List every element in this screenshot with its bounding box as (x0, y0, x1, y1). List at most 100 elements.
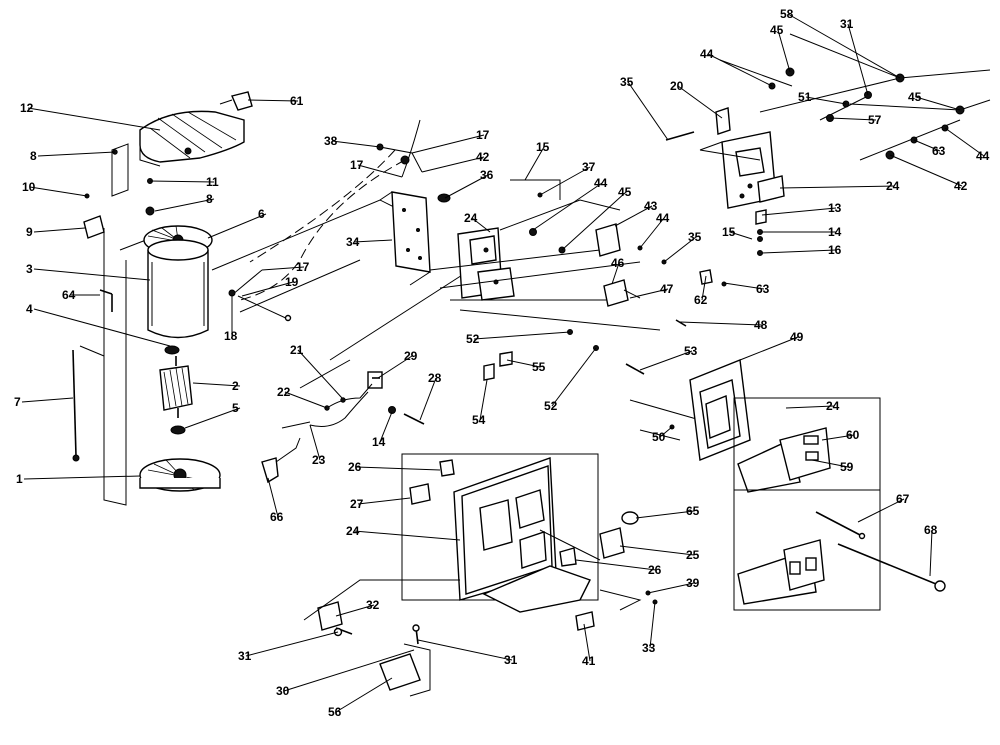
callout-label-c14a: 14 (372, 435, 386, 449)
leader-line-c45a (561, 191, 627, 251)
base-assembly (303, 453, 658, 697)
leader-line-c6 (207, 213, 267, 239)
callout-label-c41: 41 (582, 654, 596, 668)
callout-label-c63b: 63 (932, 144, 946, 158)
leader-line-c8b (154, 198, 215, 212)
assembly-outline (103, 143, 129, 506)
callout-label-c45c: 45 (908, 90, 922, 104)
callout-label-c52b: 52 (544, 399, 558, 413)
leader-line-c45b (777, 29, 791, 73)
callout-label-c31a: 31 (840, 17, 854, 31)
rod-part-67 (815, 511, 863, 537)
leader-line-c31a (847, 23, 869, 96)
leader-line-c14a (379, 411, 393, 443)
nut-part-14 (388, 406, 396, 414)
clip-part-26b (559, 547, 577, 567)
leader-line-c35b (627, 81, 669, 141)
callout-label-c26a: 26 (348, 460, 362, 474)
center-panels (379, 179, 727, 441)
bracket-part-25 (599, 527, 625, 559)
leader-line-c50 (659, 426, 673, 438)
leader-line-c56 (335, 677, 393, 713)
callout-label-c28: 28 (428, 371, 442, 385)
leader-line-c13 (761, 207, 837, 216)
callout-label-c37: 37 (582, 160, 596, 174)
box-part-lower-right (737, 539, 825, 605)
callout-label-c42a: 42 (476, 150, 490, 164)
leader-line-c52a (473, 331, 571, 340)
callout-label-c27: 27 (350, 497, 364, 511)
callout-label-c20: 20 (670, 79, 684, 93)
leader-line-c24a (471, 217, 491, 233)
leader-line-c32 (335, 604, 375, 617)
box-part-59 (737, 427, 831, 493)
callout-label-c62: 62 (694, 293, 708, 307)
screw-part-53 (625, 363, 645, 375)
leader-line-c54 (479, 379, 488, 421)
panel-part-24-base (453, 457, 557, 601)
bearing-part-4 (164, 345, 180, 355)
callout-label-c43: 43 (644, 199, 658, 213)
leader-line-c52b (551, 347, 597, 407)
callout-label-c14b: 14 (828, 225, 842, 239)
leader-line-c34 (353, 239, 393, 243)
callout-label-c21: 21 (290, 343, 304, 357)
leader-line-c58 (787, 13, 901, 79)
callout-label-c11: 11 (206, 175, 219, 189)
leader-line-c47 (629, 288, 669, 299)
callout-label-c55: 55 (532, 360, 546, 374)
screw-part-48 (675, 319, 687, 327)
leader-line-c37 (539, 166, 591, 196)
leader-line-c36 (444, 174, 489, 199)
leader-line-c44a (532, 182, 603, 231)
leader-line-c22 (284, 391, 328, 409)
screw-part-35 (665, 131, 695, 141)
callout-label-c39: 39 (686, 576, 700, 590)
callout-label-c44b: 44 (656, 211, 670, 225)
motor-shell-part-3 (147, 239, 209, 339)
leader-line-c59 (811, 459, 849, 468)
callout-label-c23: 23 (312, 453, 326, 467)
callout-label-c59: 59 (840, 460, 854, 474)
callout-label-c4: 4 (26, 302, 33, 316)
leader-line-c27 (357, 497, 411, 505)
callout-label-c60: 60 (846, 428, 860, 442)
assembly-outline-2 (119, 239, 147, 498)
wiring-group (211, 119, 471, 484)
leader-line-c42a (421, 156, 485, 173)
callout-label-c7: 7 (14, 395, 21, 409)
leader-line-c44c (707, 53, 773, 87)
bushing-part-55 (499, 351, 513, 367)
fan-cover-part-12 (139, 110, 245, 167)
callout-label-c26b: 26 (648, 563, 662, 577)
leader-line-c15b (729, 231, 753, 240)
screw-part-28 (403, 413, 425, 425)
relay-part-43 (595, 223, 621, 257)
callout-label-c50: 50 (652, 430, 666, 444)
callout-label-c8a: 8 (30, 149, 37, 163)
callout-label-c45a: 45 (618, 185, 632, 199)
leader-line-c26b (575, 559, 657, 571)
callout-label-c22: 22 (277, 385, 291, 399)
leader-line-c11 (149, 180, 215, 183)
washer-part-44a (529, 228, 537, 236)
leader-line-c16 (761, 249, 837, 254)
leader-line-c63b (913, 139, 941, 152)
leader-line-c53 (639, 350, 693, 371)
leader-line-c62 (701, 275, 707, 301)
rotor-part-2 (159, 356, 193, 418)
callout-label-c35b: 35 (620, 75, 634, 89)
callout-label-c24b: 24 (886, 179, 900, 193)
leader-line-c60 (821, 434, 855, 441)
callout-label-c17a: 17 (476, 128, 490, 142)
callout-label-c24d: 24 (346, 524, 360, 538)
callout-label-c15b: 15 (722, 225, 736, 239)
bracket-part-56 (379, 653, 421, 691)
callout-label-c33: 33 (642, 641, 656, 655)
base-endshield-part-1 (139, 458, 221, 492)
leader-line-c61 (247, 99, 299, 102)
leader-line-c10 (29, 186, 88, 197)
callout-label-c38: 38 (324, 134, 338, 148)
